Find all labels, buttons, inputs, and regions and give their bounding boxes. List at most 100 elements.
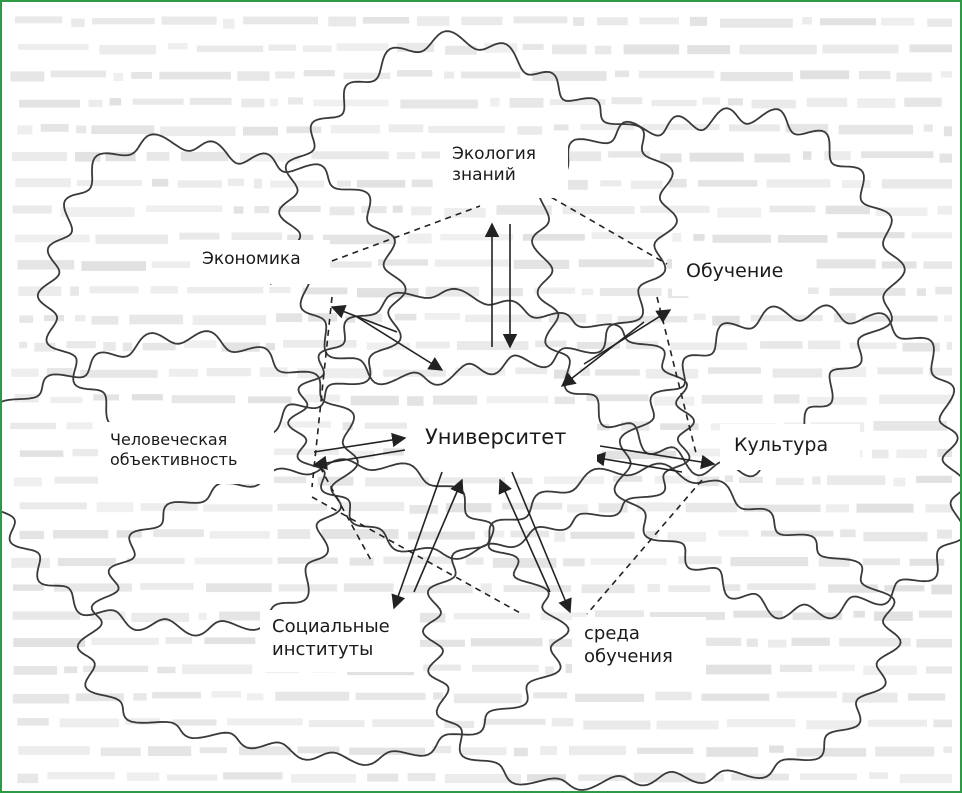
background-text-stroke xyxy=(803,151,812,160)
background-text-stroke xyxy=(573,17,585,26)
background-text-stroke xyxy=(856,503,914,513)
background-text-stroke xyxy=(532,71,607,81)
background-text-stroke xyxy=(383,556,454,564)
background-text-stroke xyxy=(656,720,719,730)
node-social-line2: институты xyxy=(272,638,374,660)
background-text-stroke xyxy=(465,314,542,323)
background-text-stroke xyxy=(407,233,432,244)
background-text-stroke xyxy=(552,44,587,55)
background-text-stroke xyxy=(807,396,867,405)
background-text-stroke xyxy=(277,503,328,511)
background-text-stroke xyxy=(165,637,193,644)
background-text-stroke xyxy=(407,773,436,782)
background-text-stroke xyxy=(863,531,928,542)
background-text-stroke xyxy=(461,16,503,26)
background-text-stroke xyxy=(388,124,424,133)
background-text-stroke xyxy=(946,341,952,350)
background-text-stroke xyxy=(179,232,220,240)
background-text-stroke xyxy=(243,16,318,25)
background-text-stroke xyxy=(695,664,772,675)
background-text-stroke xyxy=(645,368,699,379)
background-text-stroke xyxy=(611,97,643,105)
background-text-stroke xyxy=(647,583,661,592)
background-text-stroke xyxy=(302,45,332,52)
background-text-stroke xyxy=(342,422,353,431)
background-text-stroke xyxy=(13,584,44,591)
background-text-stroke xyxy=(180,151,229,162)
background-text-stroke xyxy=(277,529,311,539)
background-text-stroke xyxy=(533,287,576,294)
background-text-stroke xyxy=(923,261,952,269)
background-text-stroke xyxy=(718,530,749,537)
background-text-stroke xyxy=(578,774,627,781)
background-text-stroke xyxy=(482,718,546,725)
background-text-stroke xyxy=(160,126,236,137)
node-ecology: Экология знаний xyxy=(442,138,568,198)
blob-environment xyxy=(422,462,902,791)
background-text-stroke xyxy=(800,70,850,80)
background-text-stroke xyxy=(227,718,303,726)
background-text-stroke xyxy=(936,529,952,539)
background-text-stroke xyxy=(14,16,63,24)
background-text-stroke xyxy=(281,421,331,428)
dashed-link-education-culture xyxy=(656,296,698,458)
background-text-stroke xyxy=(12,693,70,704)
background-text-stroke xyxy=(11,151,68,162)
background-text-stroke xyxy=(708,367,761,374)
background-text-stroke xyxy=(15,178,71,188)
background-text-stroke xyxy=(586,394,649,402)
background-text-stroke xyxy=(554,396,575,405)
background-text-stroke xyxy=(198,612,207,620)
background-text-stroke xyxy=(265,343,275,351)
background-text-stroke xyxy=(223,772,283,780)
background-text-stroke xyxy=(19,450,64,457)
background-text-stroke xyxy=(596,314,613,323)
background-text-stroke xyxy=(140,583,194,590)
background-text-stroke xyxy=(750,315,823,322)
background-text-stroke xyxy=(569,745,626,756)
background-text-stroke xyxy=(875,746,935,757)
background-text-stroke xyxy=(943,126,952,137)
background-text-stroke xyxy=(746,638,758,647)
background-text-stroke xyxy=(231,232,282,242)
background-text-stroke xyxy=(153,529,204,537)
background-text-stroke xyxy=(113,72,123,81)
background-text-stroke xyxy=(151,261,212,269)
background-text-stroke xyxy=(654,475,691,484)
background-text-stroke xyxy=(46,368,73,376)
background-text-stroke xyxy=(729,124,780,132)
background-text-stroke xyxy=(827,475,886,485)
background-text-stroke xyxy=(760,530,834,537)
node-human-line1: Человеческая xyxy=(110,430,228,449)
background-text-stroke xyxy=(598,503,628,513)
background-text-stroke xyxy=(337,502,405,512)
background-text-stroke xyxy=(916,475,952,483)
background-text-stroke xyxy=(838,124,914,135)
background-text-stroke xyxy=(689,16,708,26)
background-text-stroke xyxy=(829,287,906,296)
background-text-stroke xyxy=(17,773,39,784)
background-text-stroke xyxy=(54,476,124,484)
background-text-stroke xyxy=(601,450,676,460)
background-text-stroke xyxy=(361,206,387,214)
background-text-stroke xyxy=(161,16,217,25)
arrow-center-to-economy xyxy=(330,304,398,333)
background-text-stroke xyxy=(640,205,710,214)
background-text-stroke xyxy=(796,747,867,757)
background-text-stroke xyxy=(791,637,830,646)
background-text-stroke xyxy=(831,367,867,378)
background-text-stroke xyxy=(896,449,927,458)
background-text-stroke xyxy=(834,313,856,323)
background-text-stroke xyxy=(434,259,509,267)
background-text-stroke xyxy=(853,610,865,618)
blob-center xyxy=(287,287,695,560)
background-text-stroke xyxy=(522,43,544,50)
background-text-stroke xyxy=(470,638,543,647)
node-ecology-line2: знаний xyxy=(452,165,516,186)
background-text-stroke xyxy=(492,558,557,568)
background-text-stroke xyxy=(428,125,505,133)
background-text-stroke xyxy=(802,17,812,25)
background-text-stroke xyxy=(253,178,262,189)
background-text-stroke xyxy=(884,585,925,592)
node-human: Человеческая объективность xyxy=(98,422,274,484)
